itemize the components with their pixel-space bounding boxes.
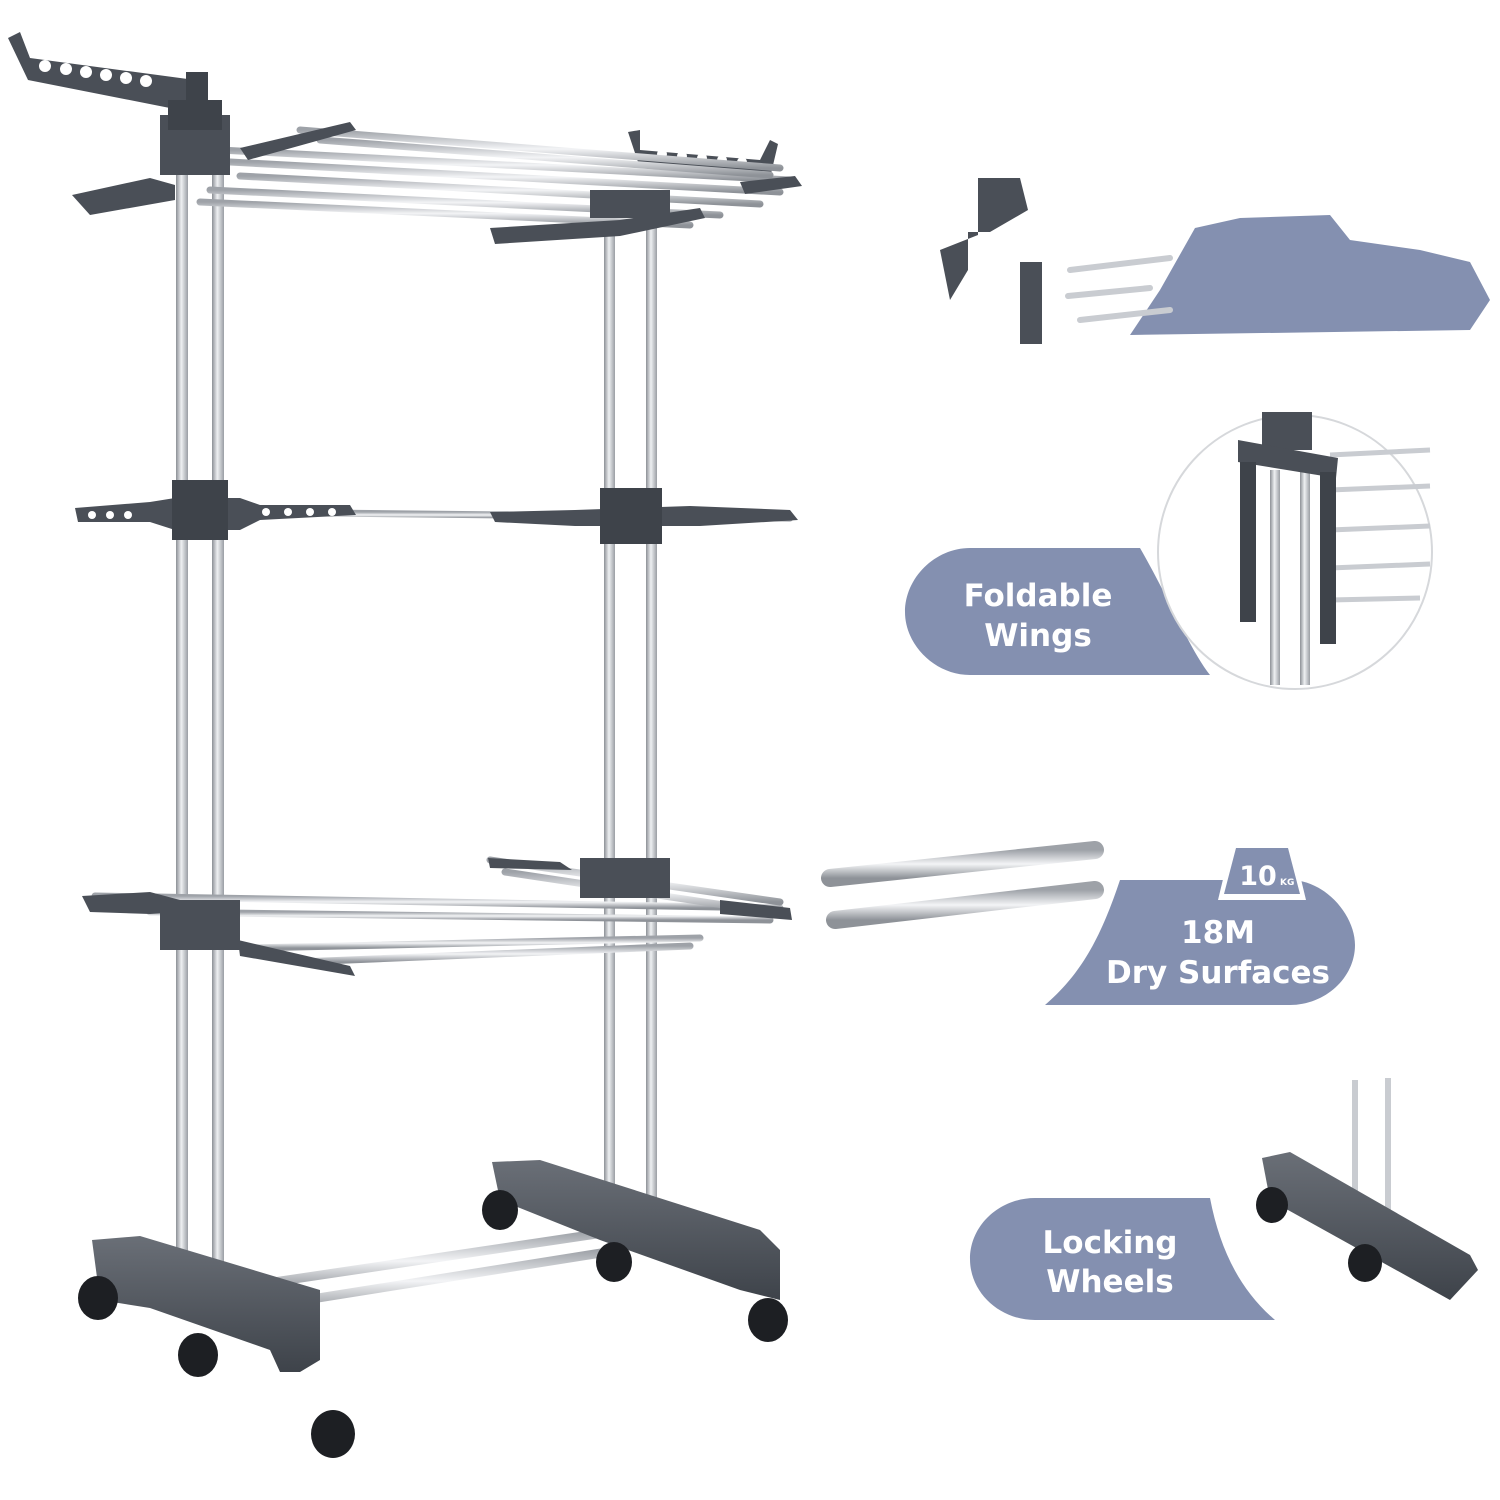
hook-detail-callout — [940, 178, 1490, 344]
top-shelf — [72, 100, 802, 244]
locking-wheels-badge — [970, 1198, 1275, 1320]
weight-icon: 10 KG — [1218, 820, 1306, 900]
weight-value: 10 — [1239, 861, 1277, 892]
foldable-wings-callout: Foldable Wings — [905, 412, 1433, 690]
middle-shelf — [75, 480, 798, 544]
dry-surfaces-label-line1: 18M — [1181, 915, 1255, 951]
lower-shelf — [82, 856, 792, 976]
wheel-base-detail — [1256, 1078, 1478, 1300]
rack-base — [78, 1160, 788, 1458]
foldable-wings-badge — [905, 548, 1210, 675]
steel-rods-detail — [821, 841, 1104, 929]
drying-rack — [8, 32, 802, 1458]
weight-unit: KG — [1280, 878, 1294, 888]
foldable-wings-label-line1: Foldable — [964, 578, 1113, 614]
caster-wheels — [78, 1190, 788, 1458]
locking-wheels-label-line1: Locking — [1043, 1225, 1178, 1261]
dry-surfaces-badge — [1045, 880, 1355, 1005]
locking-wheels-callout: Locking Wheels — [970, 1078, 1478, 1320]
dry-surfaces-callout: 10 KG 18M Dry Surfaces — [821, 820, 1355, 1005]
folded-wing-detail — [1238, 412, 1431, 685]
dry-surfaces-label-line2: Dry Surfaces — [1106, 955, 1330, 991]
locking-wheels-label-line2: Wheels — [1046, 1264, 1173, 1300]
foldable-wings-label-line2: Wings — [984, 618, 1092, 654]
vertical-poles — [176, 170, 657, 1300]
